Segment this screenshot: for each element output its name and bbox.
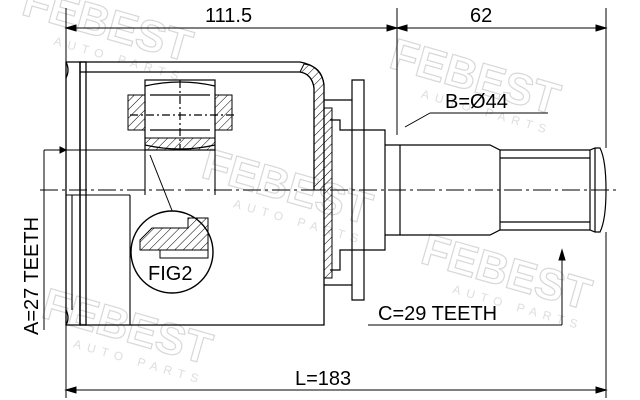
tripod-right-hatch	[214, 94, 233, 131]
dimension-label-62: 62	[470, 5, 492, 27]
label-c-teeth: C=29 TEETH	[378, 303, 497, 325]
output-shaft	[385, 144, 607, 236]
fig2-label: FIG2	[148, 263, 192, 285]
bottom-dimension	[64, 232, 608, 398]
label-overall-length: L=183	[295, 368, 351, 390]
spline-hatch	[144, 137, 216, 151]
top-dimensions	[64, 8, 608, 148]
housing-internal	[66, 149, 216, 325]
label-b-diameter: B=Ø44	[445, 91, 508, 113]
flange-hatch	[323, 107, 333, 279]
label-b-leader	[404, 112, 548, 128]
label-c-leader	[368, 248, 566, 326]
dimension-label-111-5: 111.5	[205, 5, 252, 27]
flange-neck	[324, 79, 386, 301]
watermark-layer: FEBEST AUTO PARTS FEBEST AUTO PARTS FEBE…	[17, 0, 598, 387]
tripod-left-hatch	[127, 94, 146, 131]
label-a-teeth: A=27 TEETH	[21, 217, 43, 335]
fig2-callout	[130, 154, 214, 294]
label-a-leader	[43, 146, 68, 330]
